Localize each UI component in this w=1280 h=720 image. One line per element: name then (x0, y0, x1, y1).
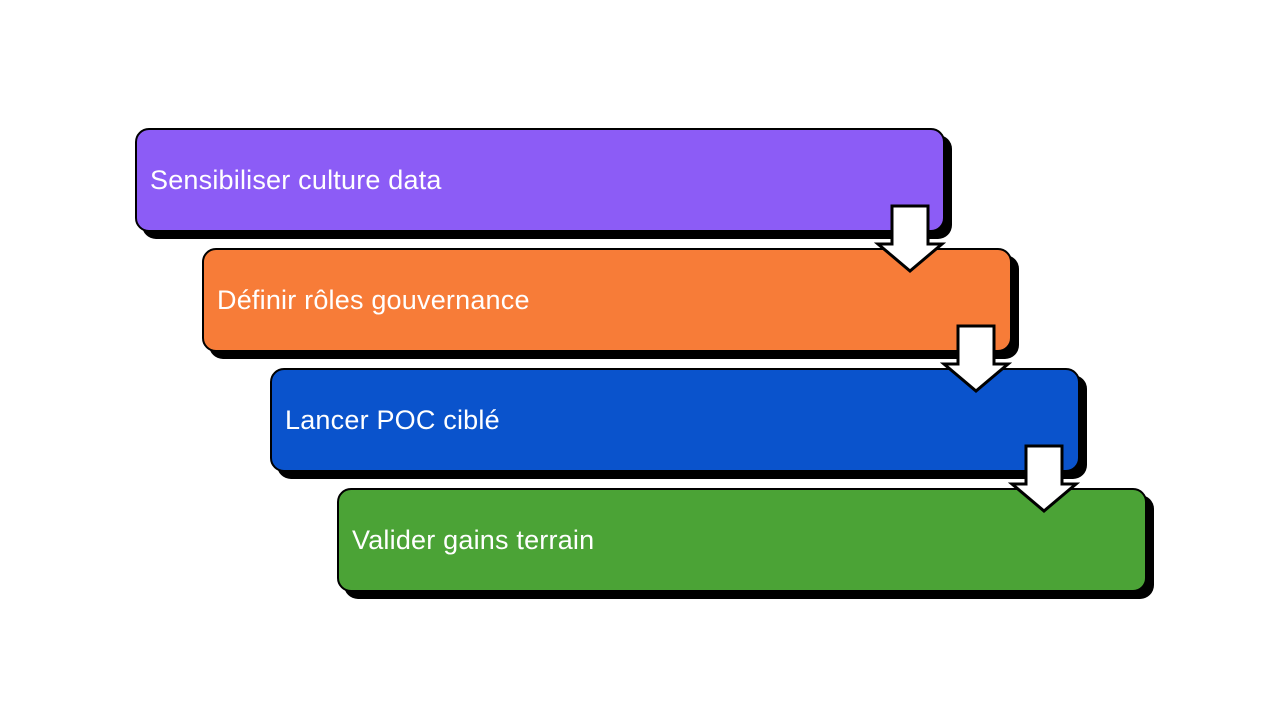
step-label-1: Sensibiliser culture data (150, 164, 442, 195)
down-arrow-shape (940, 324, 1012, 393)
step-box-1: Sensibiliser culture data (135, 128, 945, 232)
down-arrow-shape (874, 204, 946, 273)
step-box-2: Définir rôles gouvernance (202, 248, 1012, 352)
down-arrow-shape (1008, 444, 1080, 513)
step-label-2: Définir rôles gouvernance (217, 284, 530, 315)
down-arrow-icon (940, 324, 1012, 393)
step-box-4: Valider gains terrain (337, 488, 1147, 592)
down-arrow-icon (1008, 444, 1080, 513)
step-label-3: Lancer POC ciblé (285, 404, 500, 435)
step-label-4: Valider gains terrain (352, 524, 595, 555)
step-box-3: Lancer POC ciblé (270, 368, 1080, 472)
down-arrow-icon (874, 204, 946, 273)
